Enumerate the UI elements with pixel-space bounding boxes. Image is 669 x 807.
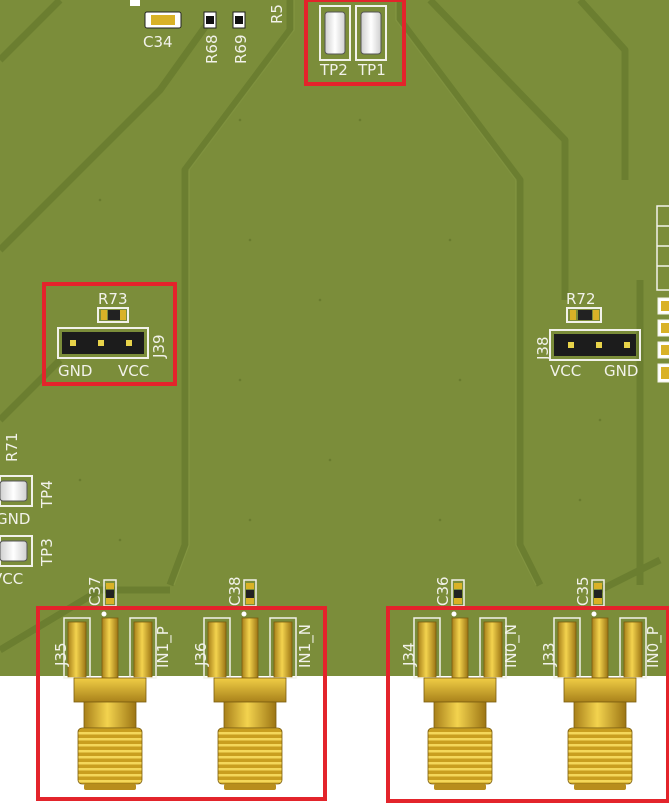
j33-sma [553,611,647,790]
r73-label: R73 [98,290,128,308]
vcc-label-right: VCC [550,362,581,380]
r71-resistor: R71 [3,432,21,462]
j39-label: J39 [150,334,168,359]
r68-label: R68 [203,34,221,64]
c37-label: C37 [86,576,104,606]
right-edge-components [656,205,669,383]
sma-connectors [63,611,647,790]
c38-capacitor: C38 [226,576,257,607]
r5-label: R5 [268,4,286,24]
c36-capacitor: C36 [434,576,465,607]
j34-label: J34 [400,642,418,667]
gnd-label-right: GND [604,362,638,380]
c36-label: C36 [434,576,452,606]
tp2-label: TP2 [319,61,348,79]
j35-sma [63,611,157,790]
in1p-label: IN1_P [154,626,173,668]
c35-capacitor: C35 [574,576,605,607]
r73-resistor: R73 [97,290,129,323]
r72-resistor: R72 [566,290,602,323]
tp1-label: TP1 [357,61,386,79]
j34-sma [413,611,507,790]
c38-label: C38 [226,576,244,606]
j39-header: J39 GND VCC [57,327,168,380]
r69-resistor: R69 [232,11,250,64]
j35-label: J35 [52,642,70,667]
j33-label: J33 [540,642,558,667]
c34-capacitor: C34 [130,0,182,51]
j38-header: J38 VCC GND [534,329,641,380]
tp4-testpoint: TP4 GND [0,475,56,528]
r72-label: R72 [566,290,596,308]
j36-sma [203,611,297,790]
tp2-testpoint: TP2 [319,5,351,79]
in0p-label: IN0_P [644,626,663,668]
highlight-box-in1-connectors [36,606,327,801]
r68-resistor: R68 [203,11,221,64]
in1n-label: IN1_N [296,624,315,668]
r69-label: R69 [232,34,250,64]
highlight-box-in0-connectors [386,606,669,803]
vcc-label-edge: VCC [0,570,23,588]
tp3-testpoint: TP3 VCC [0,535,56,588]
via-dots [78,118,602,542]
j38-label: J38 [534,336,552,361]
copper-trace-edges [173,0,537,586]
vcc-label-left: VCC [118,362,149,380]
tp1-testpoint: TP1 [355,5,387,79]
tp4-label: TP4 [38,480,56,509]
highlight-box-j39 [42,282,177,386]
highlight-box-testpoints [304,0,406,86]
r71-label: R71 [3,432,21,462]
in0n-label: IN0_N [502,624,521,668]
tp3-label: TP3 [38,538,56,567]
c34-label: C34 [143,33,173,51]
c35-label: C35 [574,576,592,606]
gnd-label-left: GND [58,362,92,380]
gnd-label-edge: GND [0,510,30,528]
j36-label: J36 [192,642,210,667]
c37-capacitor: C37 [86,576,117,607]
